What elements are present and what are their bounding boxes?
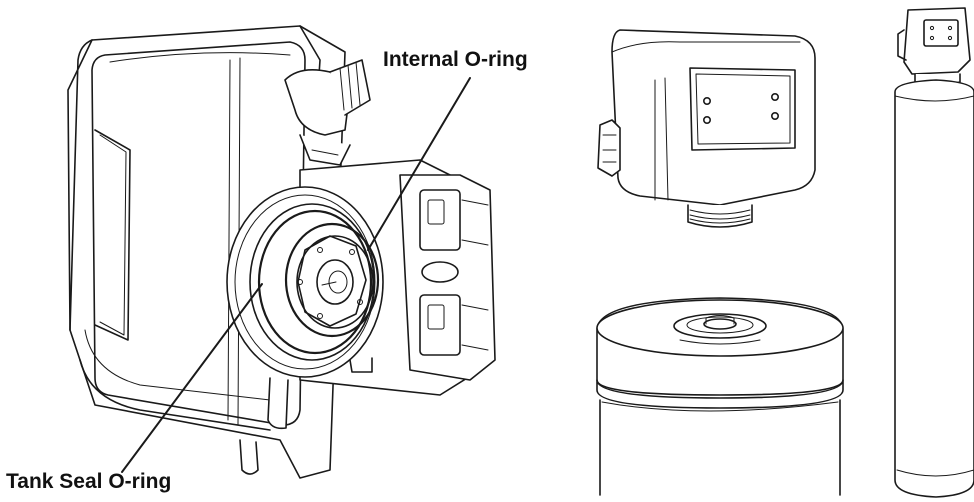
tank-adapter [226, 186, 384, 378]
internal-oring-label: Internal O-ring [383, 48, 528, 71]
head-threaded-neck [687, 204, 753, 228]
assembled-softener [894, 7, 974, 498]
internal-oring-leader [367, 77, 471, 251]
panel-screw [702, 116, 711, 125]
tank-opening [673, 313, 767, 339]
bypass-module [349, 174, 496, 381]
cover-window [94, 129, 131, 341]
panel-screw [770, 93, 779, 102]
control-valve-assembly [67, 25, 496, 479]
media-tank [596, 297, 844, 496]
internal-oring [284, 222, 380, 338]
valve-head-unit [597, 29, 816, 228]
tank-seal-oring [257, 209, 373, 355]
panel-screw [770, 112, 779, 121]
tank-seal-oring-leader [121, 283, 263, 473]
tank-seal-oring-label: Tank Seal O-ring [6, 470, 172, 493]
head-display-panel [689, 67, 796, 151]
panel-screw [702, 97, 711, 106]
outlet-elbow [284, 59, 371, 166]
